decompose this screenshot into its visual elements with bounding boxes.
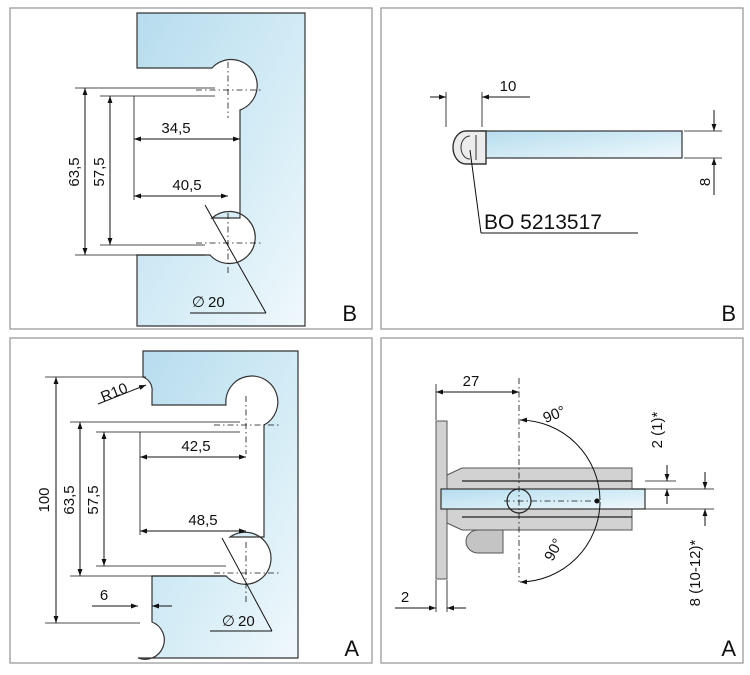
- dim-edge: 6: [100, 587, 108, 604]
- dim-width: 10: [500, 78, 517, 95]
- diameter-symbol: ∅: [192, 294, 205, 311]
- dim-height-inner: 57,5: [85, 485, 102, 514]
- dim-depth: 27: [463, 373, 480, 390]
- panel-bottom-left: R10 100 63,5 57,5 42,5 48,5 6 ∅ 20 A: [9, 337, 373, 664]
- panel-label: A: [721, 636, 736, 661]
- glass-edge-strip: [481, 130, 683, 159]
- panel-label: B: [342, 301, 357, 326]
- dim-offset-top: 42,5: [181, 438, 210, 455]
- dim-offset-top: 34,5: [161, 120, 190, 137]
- glass-pane: [440, 488, 646, 510]
- dim-total-height: 100: [36, 487, 53, 512]
- dim-height-outer: 63,5: [66, 157, 83, 186]
- angle-arc-top: [519, 417, 601, 501]
- diameter-symbol: ∅: [222, 613, 235, 630]
- panel-top-left: 63,5 57,5 34,5 40,5 ∅ 20 B: [9, 7, 373, 330]
- dim-plate: 2: [401, 589, 409, 606]
- pivot-dot: [594, 498, 600, 504]
- hole-leader: [221, 537, 273, 632]
- glass-cutout-shape: [136, 12, 306, 327]
- part-leader: [469, 149, 482, 234]
- panel-label: B: [721, 301, 736, 326]
- angle-arc-bottom: [519, 501, 601, 585]
- dim-height-inner: 57,5: [91, 157, 108, 186]
- dim-glass: 8 (10-12)*: [687, 539, 704, 606]
- panel-frame: [380, 7, 744, 330]
- dim-hole: 20: [238, 613, 255, 630]
- glass-cutout-shape: [137, 350, 299, 660]
- hole-leader: [204, 204, 267, 314]
- part-number: BO 5213517: [484, 211, 602, 234]
- dim-offset-bottom: 40,5: [172, 177, 201, 194]
- dim-gap: 2 (1)*: [649, 412, 666, 449]
- radius-leader: [97, 384, 147, 405]
- dim-hole: 20: [208, 294, 225, 311]
- panel-bottom-right: 27 90° 90° 2 (1)* 8 (10-12)* 2 A: [380, 337, 744, 664]
- panel-label: A: [344, 636, 359, 661]
- dim-height-outer: 63,5: [61, 485, 78, 514]
- hinge-knuckle: [465, 529, 504, 554]
- dim-offset-bottom: 48,5: [188, 512, 217, 529]
- dim-thickness: 8: [697, 178, 714, 186]
- seal-profile: [452, 130, 487, 165]
- seal-inner: [460, 135, 477, 160]
- panel-top-right: 10 8 BO 5213517 B: [380, 7, 744, 330]
